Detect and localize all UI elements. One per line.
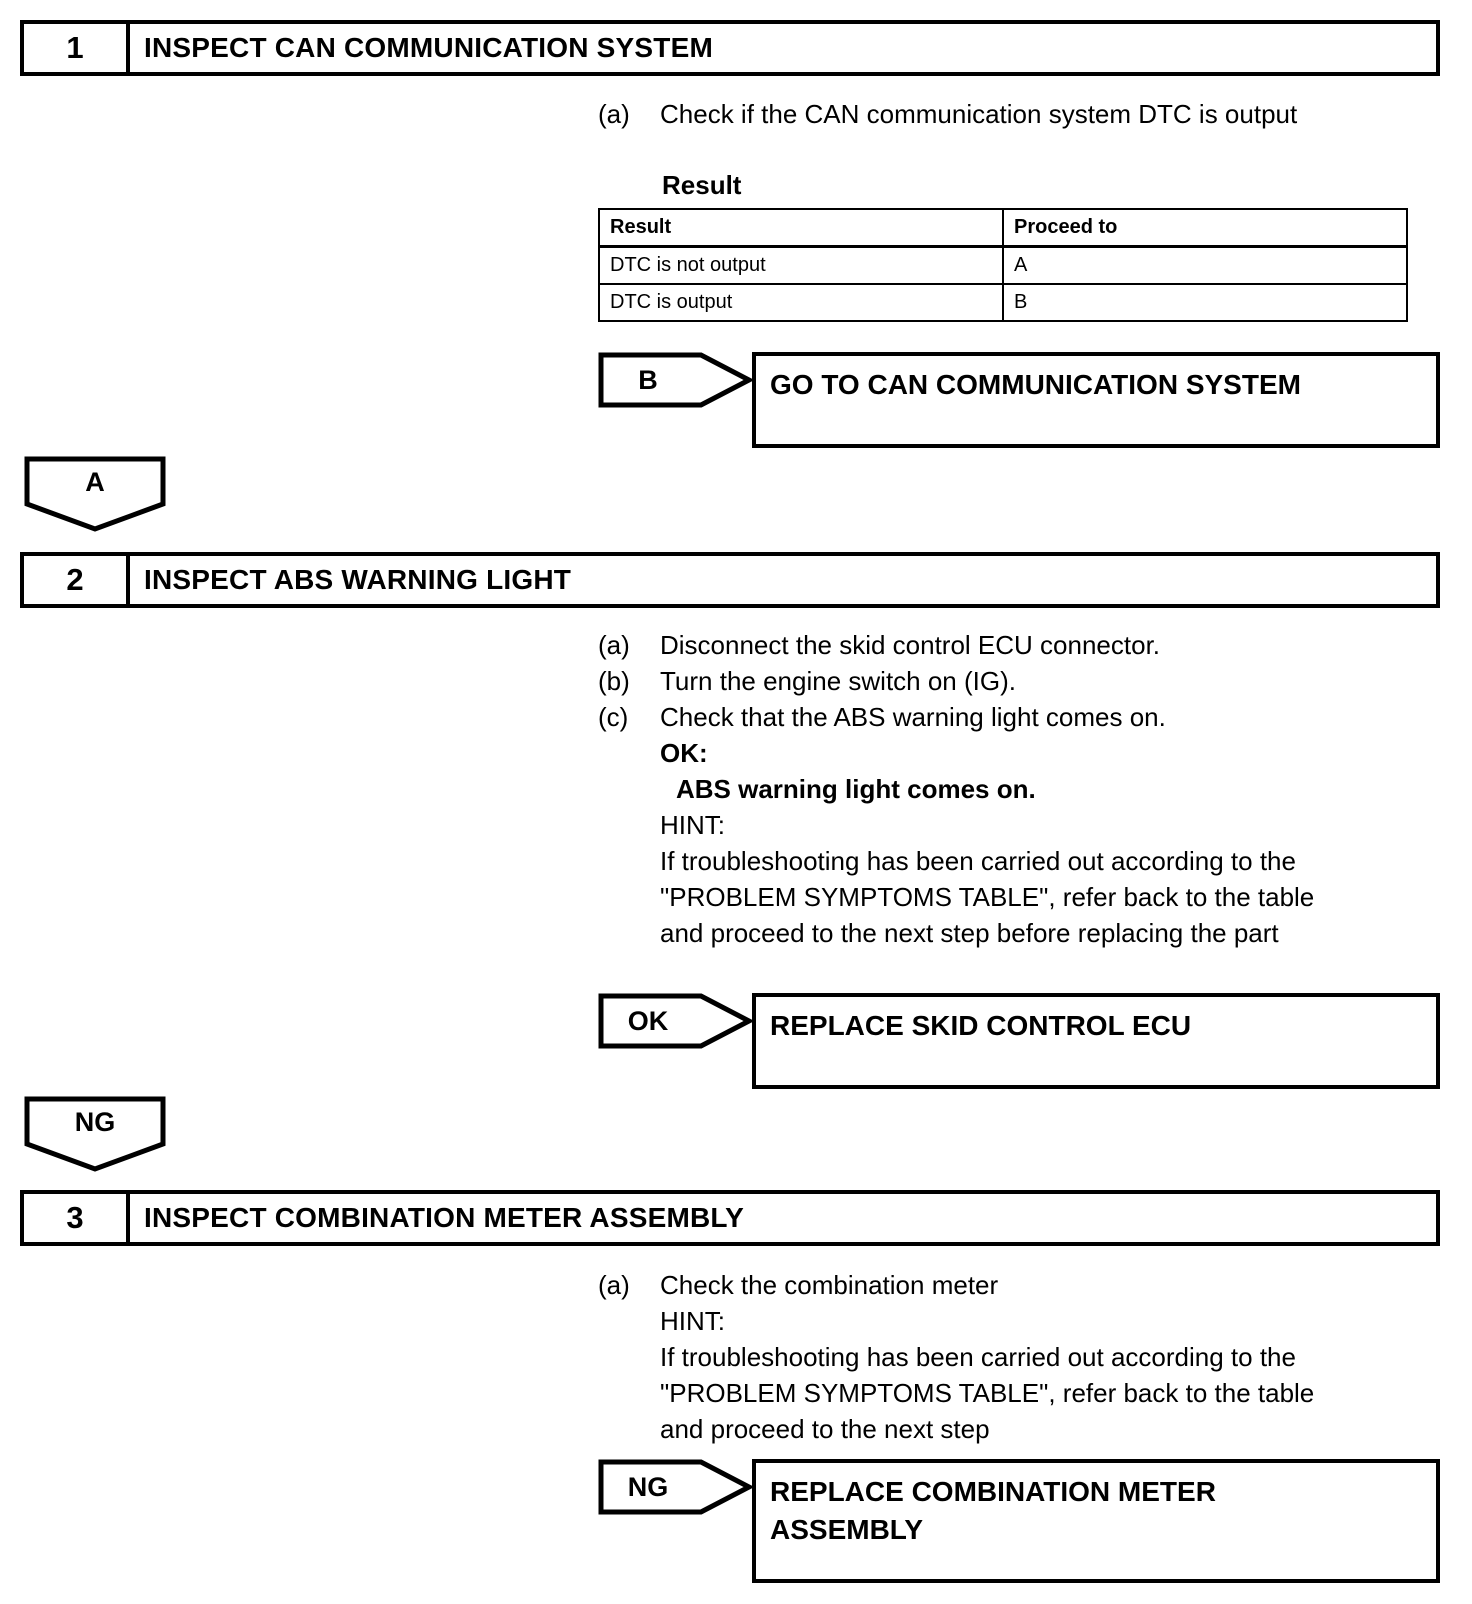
hint-line: "PROBLEM SYMPTOMS TABLE", refer back to … [660, 1378, 1315, 1408]
action-box-text: GO TO CAN COMMUNICATION SYSTEM [770, 369, 1301, 400]
step-header-2: 2 INSPECT ABS WARNING LIGHT [20, 552, 1440, 608]
action-box-replace-combination-meter: REPLACE COMBINATION METER ASSEMBLY [752, 1459, 1440, 1583]
table-cell-proceed: A [1002, 245, 1408, 285]
step-title-2: INSPECT ABS WARNING LIGHT [144, 564, 572, 595]
procedure-text: Check the combination meter [660, 1270, 999, 1300]
action-box-text-line1: REPLACE COMBINATION METER [770, 1476, 1216, 1507]
step-header-3: 3 INSPECT COMBINATION METER ASSEMBLY [20, 1190, 1440, 1246]
procedure-item: (c) Check that the ABS warning light com… [598, 699, 1418, 735]
hint-line: "PROBLEM SYMPTOMS TABLE", refer back to … [660, 882, 1315, 912]
table-row: DTC is output B [598, 283, 1408, 322]
hint-line: and proceed to the next step [660, 1414, 990, 1444]
procedure-item: (b) Turn the engine switch on (IG). [598, 663, 1418, 699]
step-2-procedures: (a) Disconnect the skid control ECU conn… [598, 627, 1418, 951]
procedure-label: (a) [598, 1270, 630, 1300]
step-3-procedures: (a) Check the combination meter HINT: If… [598, 1267, 1418, 1447]
table-header-row: Result Proceed to [598, 208, 1408, 248]
hint-label: HINT: [660, 810, 725, 840]
branch-tag-label: B [638, 364, 658, 395]
hint-line: If troubleshooting has been carried out … [660, 846, 1296, 876]
ok-label: OK: [660, 738, 708, 768]
step-number-3: 3 [24, 1194, 130, 1242]
procedure-text: Turn the engine switch on (IG). [660, 666, 1016, 696]
procedure-item: (a) Check if the CAN communication syste… [598, 96, 1418, 132]
pentagon-right-icon [598, 993, 752, 1049]
hint-line: and proceed to the next step before repl… [660, 918, 1279, 948]
branch-tag-ok: OK [598, 993, 752, 1049]
pentagon-down-icon [24, 1096, 166, 1172]
action-box-text: REPLACE SKID CONTROL ECU [770, 1010, 1192, 1041]
branch-tag-ng: NG [598, 1459, 752, 1515]
branch-tag-label: NG [627, 1471, 669, 1502]
procedure-text: Check if the CAN communication system DT… [660, 99, 1298, 129]
hint-label: HINT: [660, 1306, 725, 1336]
step-number-1: 1 [24, 24, 130, 72]
action-box-go-to-can: GO TO CAN COMMUNICATION SYSTEM [752, 352, 1440, 448]
step-number-2: 2 [24, 556, 130, 604]
step-title-1: INSPECT CAN COMMUNICATION SYSTEM [144, 32, 713, 63]
procedure-text: Disconnect the skid control ECU connecto… [660, 630, 1161, 660]
procedure-label: (a) [598, 630, 630, 660]
connector-tag-ng: NG [24, 1096, 166, 1172]
table-row: DTC is not output A [598, 245, 1408, 285]
table-cell-result: DTC is not output [598, 245, 1004, 285]
action-box-text-line2: ASSEMBLY [770, 1514, 924, 1545]
table-header-proceed-to: Proceed to [1002, 208, 1408, 248]
procedure-label: (a) [598, 99, 630, 129]
action-box-replace-skid-control-ecu: REPLACE SKID CONTROL ECU [752, 993, 1440, 1089]
procedure-item: (a) Check the combination meter [598, 1267, 1418, 1303]
table-cell-result: DTC is output [598, 283, 1004, 322]
procedure-text: Check that the ABS warning light comes o… [660, 702, 1166, 732]
hint-line: If troubleshooting has been carried out … [660, 1342, 1296, 1372]
step-header-1: 1 INSPECT CAN COMMUNICATION SYSTEM [20, 20, 1440, 76]
branch-tag-b: B [598, 352, 752, 408]
pentagon-down-icon [24, 456, 166, 532]
connector-tag-label: A [85, 466, 105, 497]
branch-tag-label: OK [627, 1005, 669, 1036]
ok-value: ABS warning light comes on. [676, 774, 1036, 804]
step-1-procedures: (a) Check if the CAN communication syste… [598, 96, 1418, 132]
pentagon-right-icon [598, 352, 752, 408]
connector-tag-label: NG [74, 1106, 116, 1137]
pentagon-right-icon [598, 1459, 752, 1515]
procedure-item: (a) Disconnect the skid control ECU conn… [598, 627, 1418, 663]
step-title-3: INSPECT COMBINATION METER ASSEMBLY [144, 1202, 745, 1233]
procedure-label: (c) [598, 702, 629, 732]
procedure-label: (b) [598, 666, 630, 696]
table-header-result: Result [598, 208, 1004, 248]
result-caption: Result [662, 170, 742, 200]
result-table: Result Proceed to DTC is not output A DT… [598, 208, 1408, 322]
connector-tag-a: A [24, 456, 166, 532]
table-cell-proceed: B [1002, 283, 1408, 322]
